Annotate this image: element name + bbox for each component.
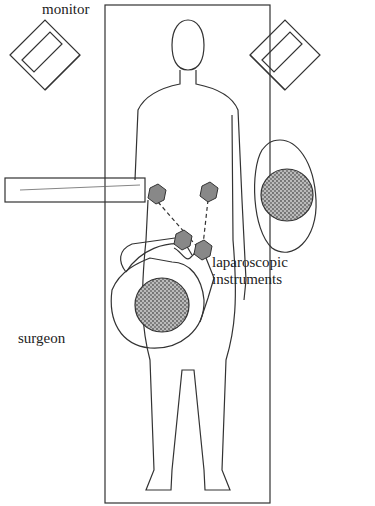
text-label: monitor	[42, 1, 132, 18]
trocar	[200, 182, 218, 202]
arm-board	[5, 178, 145, 202]
text-label: surgeon	[18, 330, 98, 347]
trocar	[194, 240, 212, 260]
trocar	[148, 184, 166, 204]
assistant	[255, 140, 317, 252]
surgeon-figure	[111, 238, 204, 348]
trocar	[174, 230, 192, 250]
monitor-left	[10, 20, 80, 90]
laparoscopic-instruments	[158, 200, 214, 322]
monitor-right	[250, 20, 320, 90]
text-label: laparoscopic instruments	[212, 254, 308, 288]
